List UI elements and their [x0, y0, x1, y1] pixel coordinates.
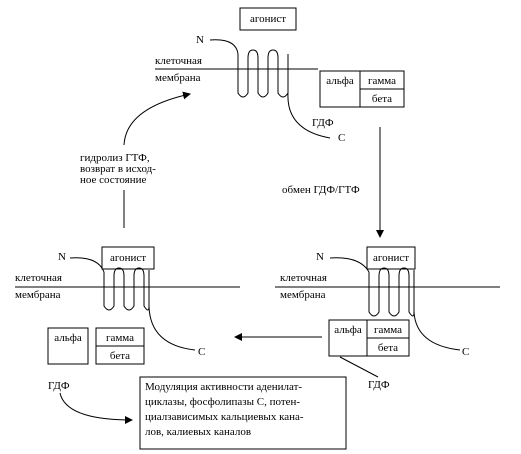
- top-beta-label: бета: [371, 93, 393, 105]
- left-beta-box: [95, 345, 145, 365]
- hydrolysis-arrow-upper: [123, 91, 191, 146]
- right-beta-box: [366, 337, 410, 357]
- top-n-terminal: [209, 39, 239, 55]
- left-gamma-label: гамма: [105, 332, 135, 344]
- exchange-arrow-label: обмен ГДФ/ГТФ: [282, 184, 360, 196]
- right-agonist-label: агонист: [372, 252, 410, 264]
- left-alpha-box: [47, 327, 89, 365]
- left-receptor-state: [15, 246, 240, 365]
- left-agonist-box: [101, 246, 155, 270]
- right-n-label: N: [316, 251, 324, 263]
- right-receptor-coils: [368, 267, 415, 317]
- right-c-label: C: [462, 346, 470, 358]
- cycle-arrows: [59, 91, 384, 424]
- top-receptor-state: [155, 7, 405, 139]
- right-beta-label: бета: [377, 342, 399, 354]
- right-c-terminal: [413, 311, 461, 351]
- effect-text-line-2: циклазы, фосфолипазы С, потен-: [145, 396, 301, 408]
- top-membrane-label-2: мембрана: [155, 72, 201, 84]
- left-c-terminal: [148, 305, 196, 351]
- right-n-terminal: [329, 257, 370, 273]
- effect-text-line-1: Модуляция активности аденилат-: [145, 381, 303, 393]
- top-n-label: N: [196, 34, 204, 46]
- right-alpha-box: [328, 319, 368, 357]
- right-agonist-box: [366, 246, 416, 270]
- right-membrane-label-2: мембрана: [280, 289, 326, 301]
- top-alpha-box: [319, 70, 361, 108]
- right-membrane-label-1: клеточная: [280, 272, 327, 284]
- left-gdp-label: ГДФ: [48, 380, 70, 392]
- right-gdp-label: ГДФ: [368, 379, 390, 391]
- effect-text-line-4: лов, калиевых каналов: [145, 426, 252, 438]
- top-receptor-coils: [237, 49, 289, 98]
- left-alpha-label: альфа: [54, 332, 82, 344]
- left-c-label: C: [198, 346, 206, 358]
- right-alpha-label: альфа: [334, 324, 362, 336]
- top-gamma-label: гамма: [367, 75, 397, 87]
- right-gdp-connector: [339, 356, 379, 378]
- left-beta-label: бета: [109, 350, 131, 362]
- right-receptor-state: [275, 246, 500, 378]
- top-agonist-box: [239, 7, 297, 31]
- left-n-label: N: [58, 251, 66, 263]
- left-n-terminal: [69, 257, 105, 273]
- effect-box-frame: [139, 376, 347, 450]
- effector-arrow: [59, 392, 133, 424]
- left-receptor-coils: [103, 267, 150, 311]
- top-beta-box: [359, 88, 405, 108]
- top-gdp-label: ГДФ: [312, 117, 334, 129]
- hydrolysis-label-3: ное состояние: [80, 174, 147, 186]
- left-membrane-label-2: мембрана: [15, 289, 61, 301]
- effect-text-line-3: циалзависимых кальциевых кана-: [145, 411, 304, 423]
- top-membrane-label-1: клеточная: [155, 55, 202, 67]
- top-agonist-label: агонист: [249, 13, 287, 25]
- right-gamma-label: гамма: [373, 324, 403, 336]
- hydrolysis-label-2: возврат в исход-: [80, 163, 156, 175]
- left-agonist-label: агонист: [109, 252, 147, 264]
- left-membrane-label-1: клеточная: [15, 272, 62, 284]
- top-alpha-label: альфа: [326, 75, 354, 87]
- hydrolysis-label-1: гидролиз ГТФ,: [80, 152, 150, 164]
- top-c-label: C: [338, 132, 346, 144]
- top-c-terminal: [287, 92, 331, 139]
